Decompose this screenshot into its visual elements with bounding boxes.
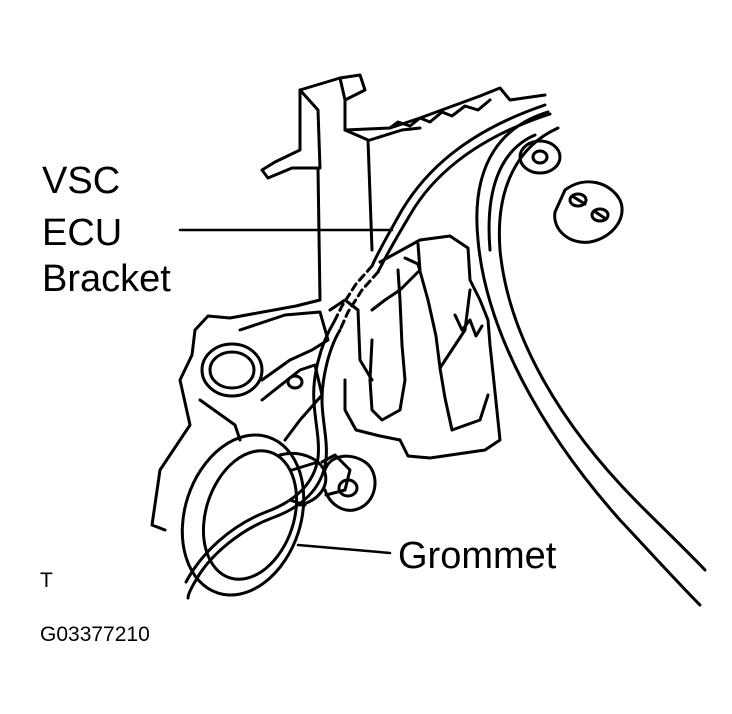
body-panel — [150, 73, 547, 532]
vsc-ecu-bracket-label-line3: Bracket — [42, 258, 171, 300]
vsc-ecu-bracket-label-line2: ECU — [42, 212, 123, 254]
inner-fender-curve — [475, 110, 707, 607]
grommet-label: Grommet — [398, 535, 557, 577]
panel-openings — [198, 310, 330, 442]
vsc-ecu-bracket-label-line1: VSC — [42, 160, 121, 202]
grommet-leader — [296, 543, 392, 555]
mounting-holes-upper — [518, 139, 624, 244]
vsc-ecu-bracket-part — [328, 234, 502, 460]
mounting-hole-lower — [323, 454, 377, 512]
figure-code: G03377210 — [40, 623, 150, 646]
corner-mark: T — [40, 569, 53, 592]
wire-harness — [184, 103, 552, 600]
